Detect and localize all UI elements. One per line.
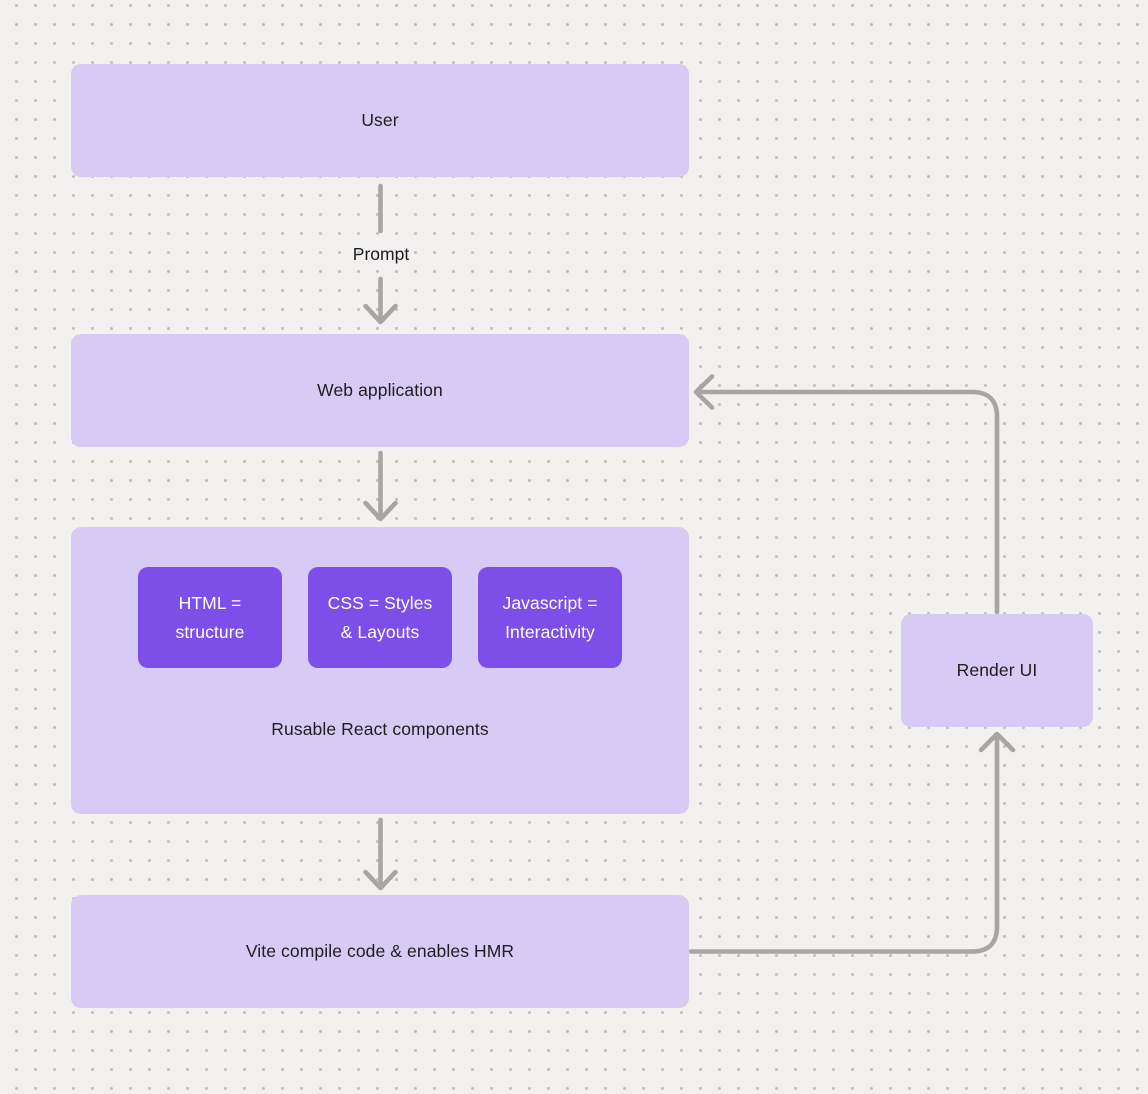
node-web-application-label: Web application bbox=[317, 380, 443, 400]
edge-render-to-webapp bbox=[697, 389, 1000, 615]
arrowhead-down-group bbox=[363, 500, 398, 522]
node-components-group[interactable]: HTML = structure CSS = Styles & Layouts … bbox=[71, 527, 689, 814]
arrowhead-left-webapp bbox=[693, 374, 715, 410]
node-vite-label: Vite compile code & enables HMR bbox=[245, 941, 515, 961]
node-user[interactable]: User bbox=[71, 64, 689, 177]
components-group-label: Rusable React components bbox=[271, 719, 489, 739]
node-render-ui-label: Render UI bbox=[956, 660, 1038, 680]
chip-html-line1: HTML = bbox=[178, 592, 242, 613]
chip-html-line2: structure bbox=[175, 621, 245, 642]
arrowhead-down-webapp bbox=[363, 303, 398, 325]
chip-css[interactable]: CSS = Styles & Layouts bbox=[308, 567, 452, 668]
edge-vite-to-render bbox=[688, 734, 1000, 954]
node-user-label: User bbox=[361, 110, 399, 130]
node-render-ui[interactable]: Render UI bbox=[901, 614, 1093, 727]
edge-label-prompt[interactable]: Prompt bbox=[352, 244, 410, 264]
node-web-application[interactable]: Web application bbox=[71, 334, 689, 447]
chip-css-line2: & Layouts bbox=[340, 621, 420, 642]
chip-javascript[interactable]: Javascript = Interactivity bbox=[478, 567, 622, 668]
node-vite[interactable]: Vite compile code & enables HMR bbox=[71, 895, 689, 1008]
chip-css-line1: CSS = Styles bbox=[327, 592, 433, 613]
chip-javascript-line1: Javascript = bbox=[502, 592, 598, 613]
arrowhead-up-render bbox=[978, 731, 1016, 753]
arrowhead-down-vite bbox=[363, 869, 398, 891]
chip-html[interactable]: HTML = structure bbox=[138, 567, 282, 668]
chip-javascript-line2: Interactivity bbox=[505, 621, 595, 642]
